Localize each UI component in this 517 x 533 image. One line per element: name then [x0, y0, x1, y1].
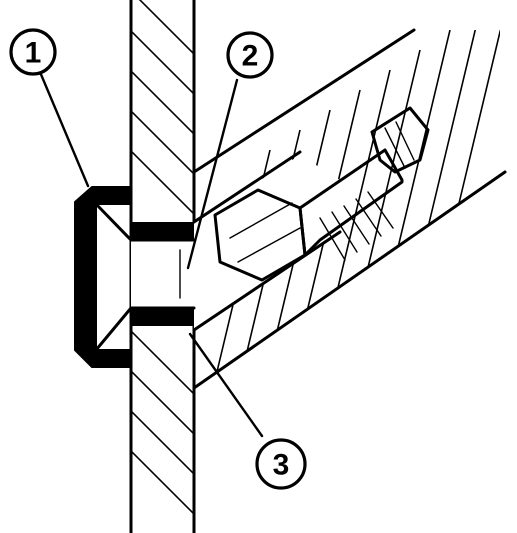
panel-through-hole [129, 228, 196, 320]
callout-2-label: 2 [242, 40, 259, 73]
board-edge-top [192, 28, 416, 174]
callout-1: 1 [9, 28, 57, 76]
callout-1-ring [9, 28, 57, 76]
leader-line-1 [38, 70, 90, 188]
callout-2: 2 [226, 31, 274, 79]
cap-chamfer-bottom [94, 306, 133, 352]
leader-line-3 [188, 332, 264, 438]
cover-cap [74, 186, 194, 368]
sleeve-top-wall [131, 222, 194, 240]
callout-1-label: 1 [25, 37, 42, 70]
cover-cap-body [74, 186, 132, 368]
sleeve-bottom-wall [131, 308, 194, 326]
bolt-tip [370, 106, 430, 174]
callout-3-label: 3 [273, 449, 290, 482]
leader-line-2 [186, 78, 239, 270]
callout-2-ring [226, 31, 274, 79]
board-edge-bottom [192, 170, 507, 390]
board-bore [192, 150, 342, 332]
side-panel-hatching [131, 0, 194, 516]
callout-3: 3 [255, 438, 307, 490]
bolt-shank [298, 148, 404, 257]
connector-bolt [213, 106, 430, 282]
cap-chamfer-top [94, 202, 133, 242]
callout-3-ring [255, 438, 307, 490]
